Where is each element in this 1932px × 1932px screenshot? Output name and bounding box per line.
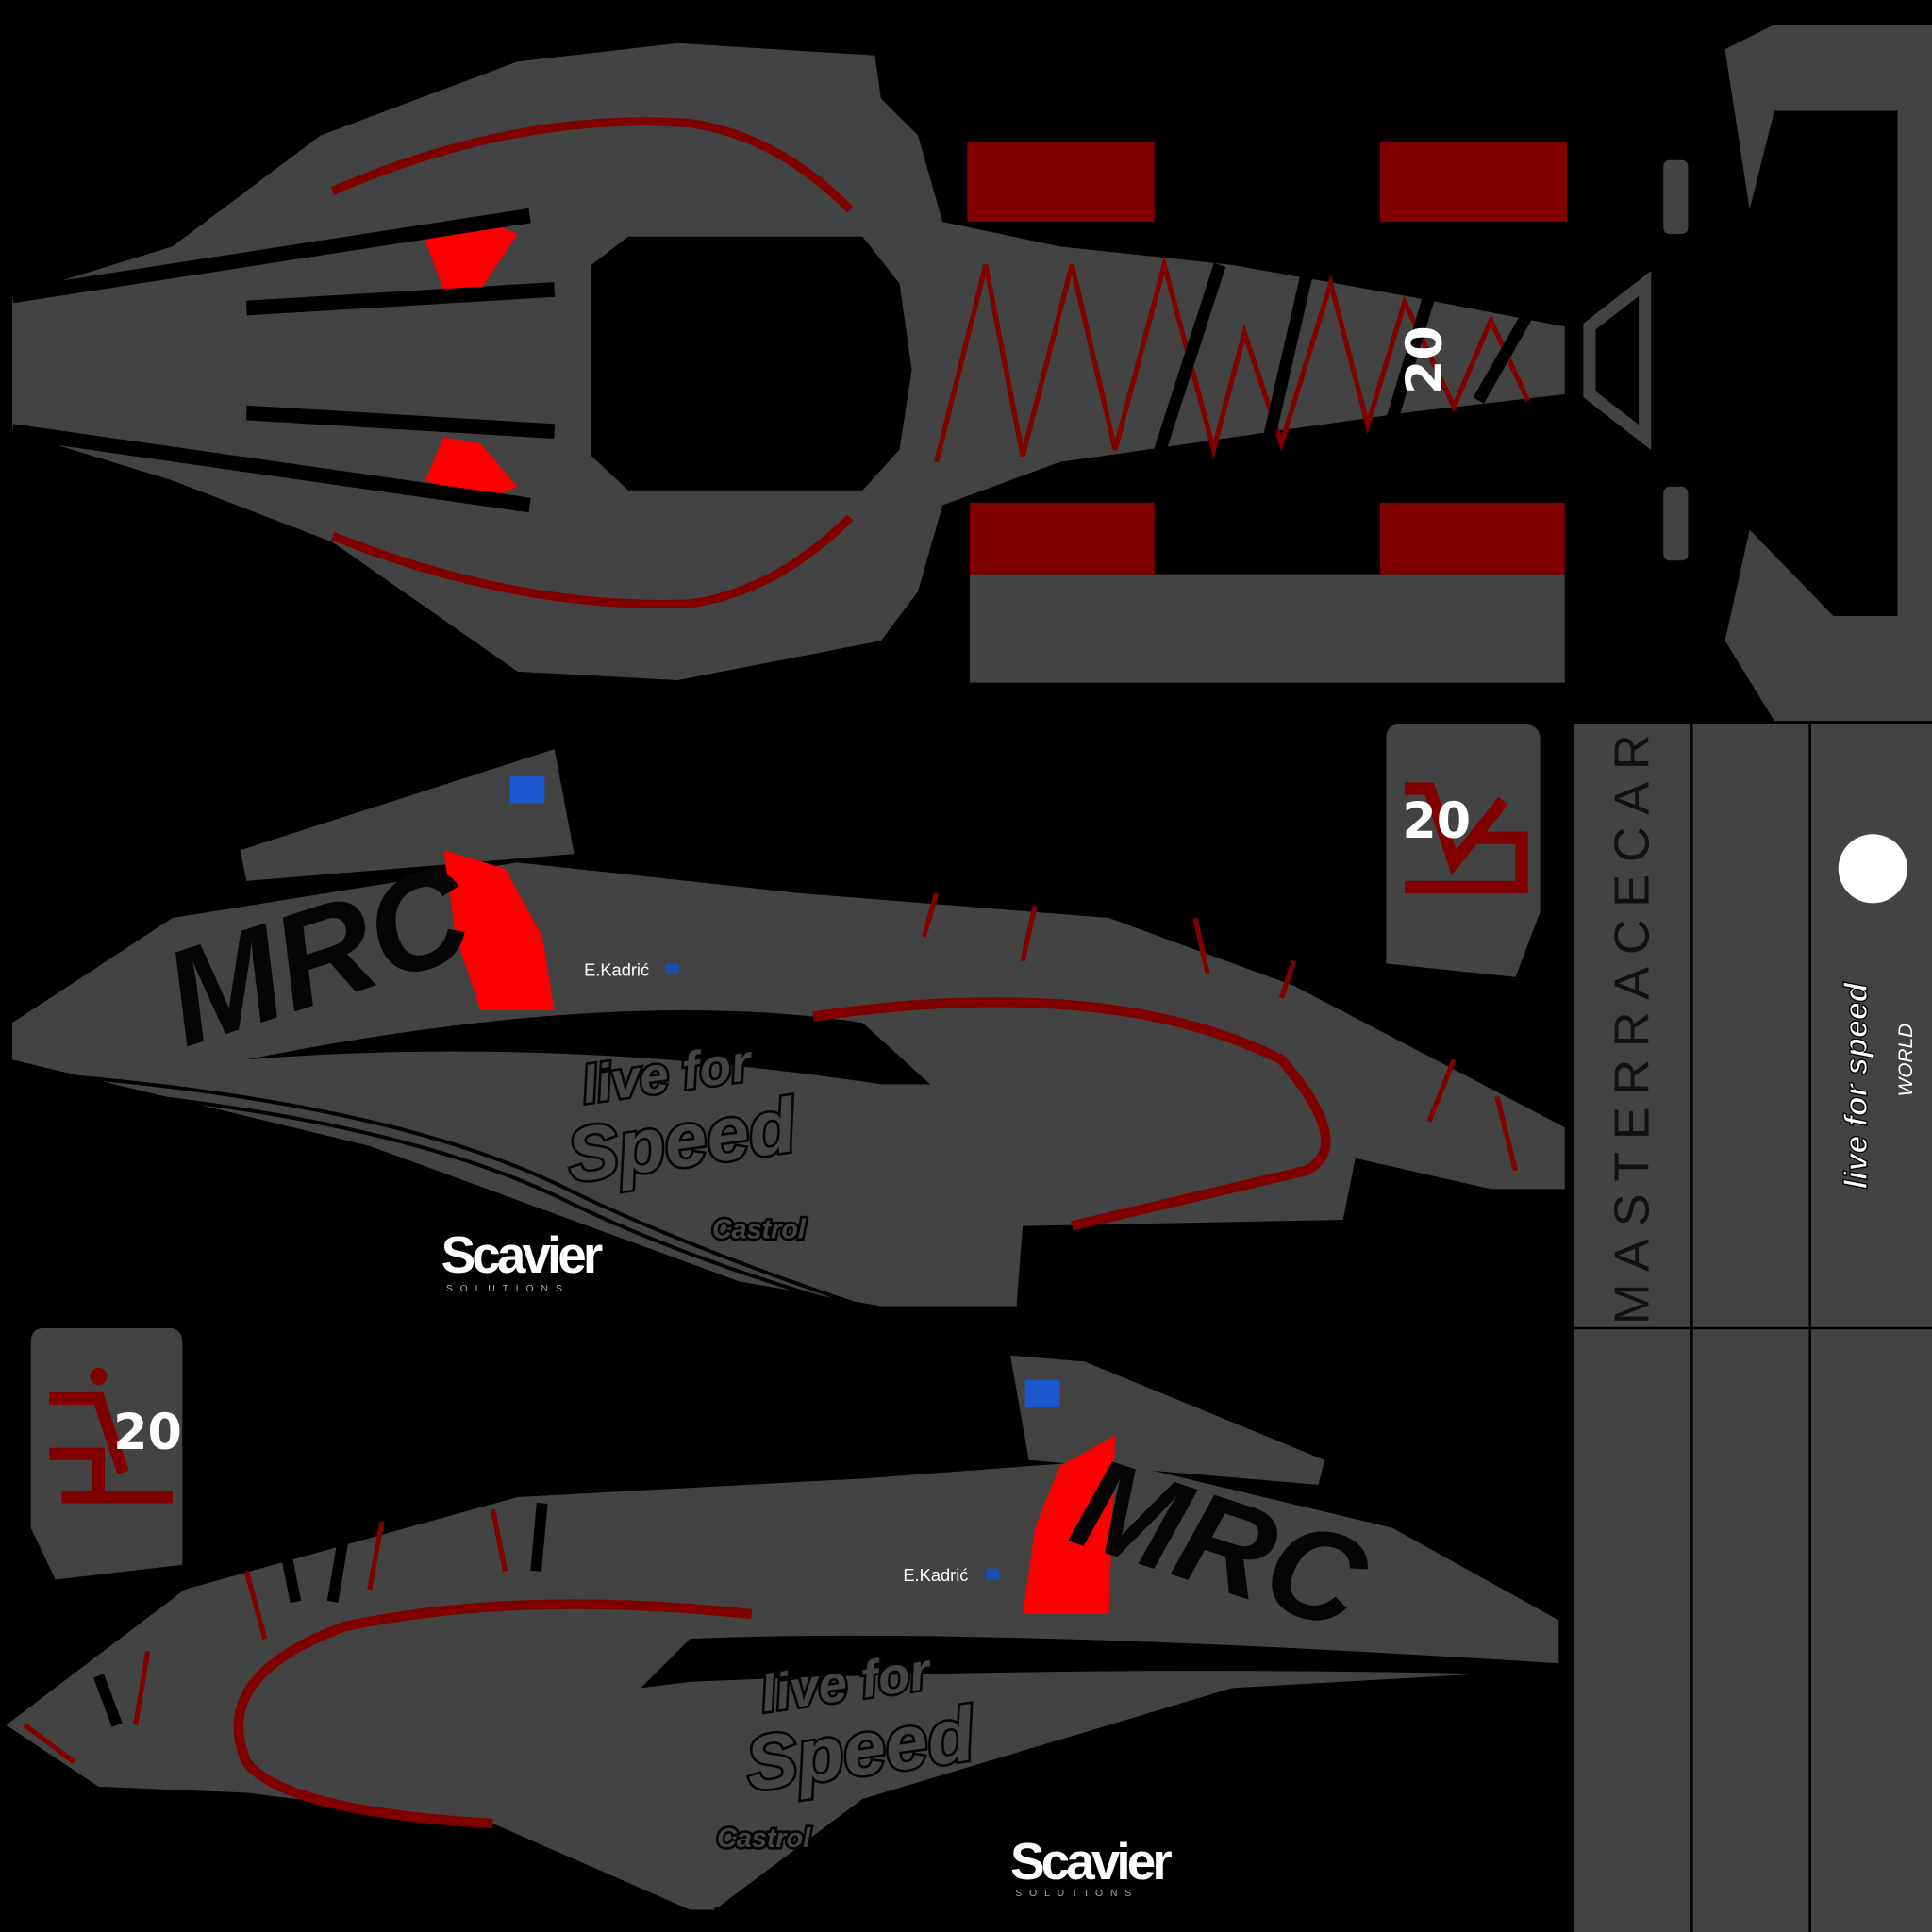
- side1-castrol-logo: Castrol: [712, 1215, 807, 1245]
- lfs-world-logo-line1: live for speed: [1839, 981, 1874, 1189]
- side2-pinstripes: [714, 1674, 1559, 1915]
- nose-tip: [1583, 271, 1652, 451]
- side1-black-sweep: [246, 1010, 931, 1085]
- side2-tail-slashes: [23, 1508, 508, 1764]
- number-panel-1-logo: [1404, 782, 1528, 893]
- side2-scavier-logo: Scavier: [1010, 1832, 1172, 1890]
- side2-driver-name: E.Kadrić: [903, 1565, 968, 1585]
- side1-badge-icon: [509, 775, 545, 804]
- side1-fin: [240, 749, 575, 881]
- lfs-world-logo-line2: WORLD: [1895, 1024, 1917, 1097]
- top-stripe-upper: [330, 117, 854, 213]
- top-black-diagonals: [1152, 262, 1534, 458]
- top-red-accent-1: [425, 222, 518, 290]
- side1-tail-slashes: [922, 892, 1519, 1172]
- number-panel-1-number: 20: [1402, 793, 1471, 850]
- top-black-struts: [10, 208, 556, 513]
- side1-red-panel: [443, 850, 555, 1011]
- nose-strut-1: [1663, 159, 1689, 235]
- top-view: 20: [10, 25, 1932, 722]
- wing-block-4: [1379, 502, 1565, 575]
- side2-body: [6, 1459, 1559, 1910]
- wing-block-3: [969, 502, 1155, 575]
- side1-lfs-logo: live for Speed: [559, 1030, 805, 1202]
- lfs-world-globe-icon: [1838, 834, 1907, 904]
- side2-badge-icon: [1024, 1379, 1060, 1407]
- lower-wing-panel: [969, 574, 1565, 683]
- number-panel-2-logo: [49, 1391, 173, 1504]
- side1-body: [12, 862, 1565, 1307]
- cockpit-opening: [591, 236, 912, 491]
- side-view-left: MRC E.Kadrić live for Speed Castrol Scav…: [11, 749, 1565, 1308]
- side2-lfs-logo: live for Speed: [738, 1639, 983, 1810]
- side1-flag-icon: [665, 963, 679, 975]
- number-panel-1: 20: [1386, 724, 1541, 977]
- number-panel-2: 20: [30, 1328, 183, 1580]
- side2-black-sweep: [641, 1635, 1559, 1689]
- side-view-right: MRC E.Kadrić live for Speed Castrol Scav…: [6, 1355, 1559, 1915]
- wing-block-1: [967, 142, 1155, 223]
- side2-red-panel: [1023, 1435, 1116, 1615]
- top-red-accent-2: [425, 437, 518, 499]
- wing-block-2: [1379, 142, 1568, 223]
- side1-stripe: [812, 997, 1331, 1231]
- side2-castrol-logo: Castrol: [717, 1824, 811, 1854]
- top-stripe-lower: [330, 514, 854, 609]
- nose-panel: [1724, 25, 1932, 722]
- side1-scavier-sub: SOLUTIONS: [446, 1284, 570, 1294]
- number-panel-2-number: 20: [113, 1405, 182, 1461]
- side1-pinstripes: [11, 1070, 863, 1308]
- top-zigzag: [934, 255, 1530, 463]
- masterracecar-banner: MASTERRACECAR: [1606, 733, 1660, 1324]
- side2-scavier-sub: SOLUTIONS: [1015, 1889, 1139, 1899]
- side1-lfs-logo-line1: live for: [578, 1032, 757, 1114]
- top-car-number: 20: [1397, 325, 1454, 394]
- side2-flag-icon: [985, 1568, 1000, 1580]
- side2-stripe: [233, 1599, 753, 1829]
- side1-driver-name: E.Kadrić: [584, 959, 649, 979]
- side2-black-slashes: [92, 1502, 548, 1727]
- nose-strut-2: [1663, 486, 1689, 561]
- banner-panels: MASTERRACECAR live for speed WORLD: [1573, 724, 1932, 1932]
- side1-scavier-logo: Scavier: [441, 1225, 603, 1284]
